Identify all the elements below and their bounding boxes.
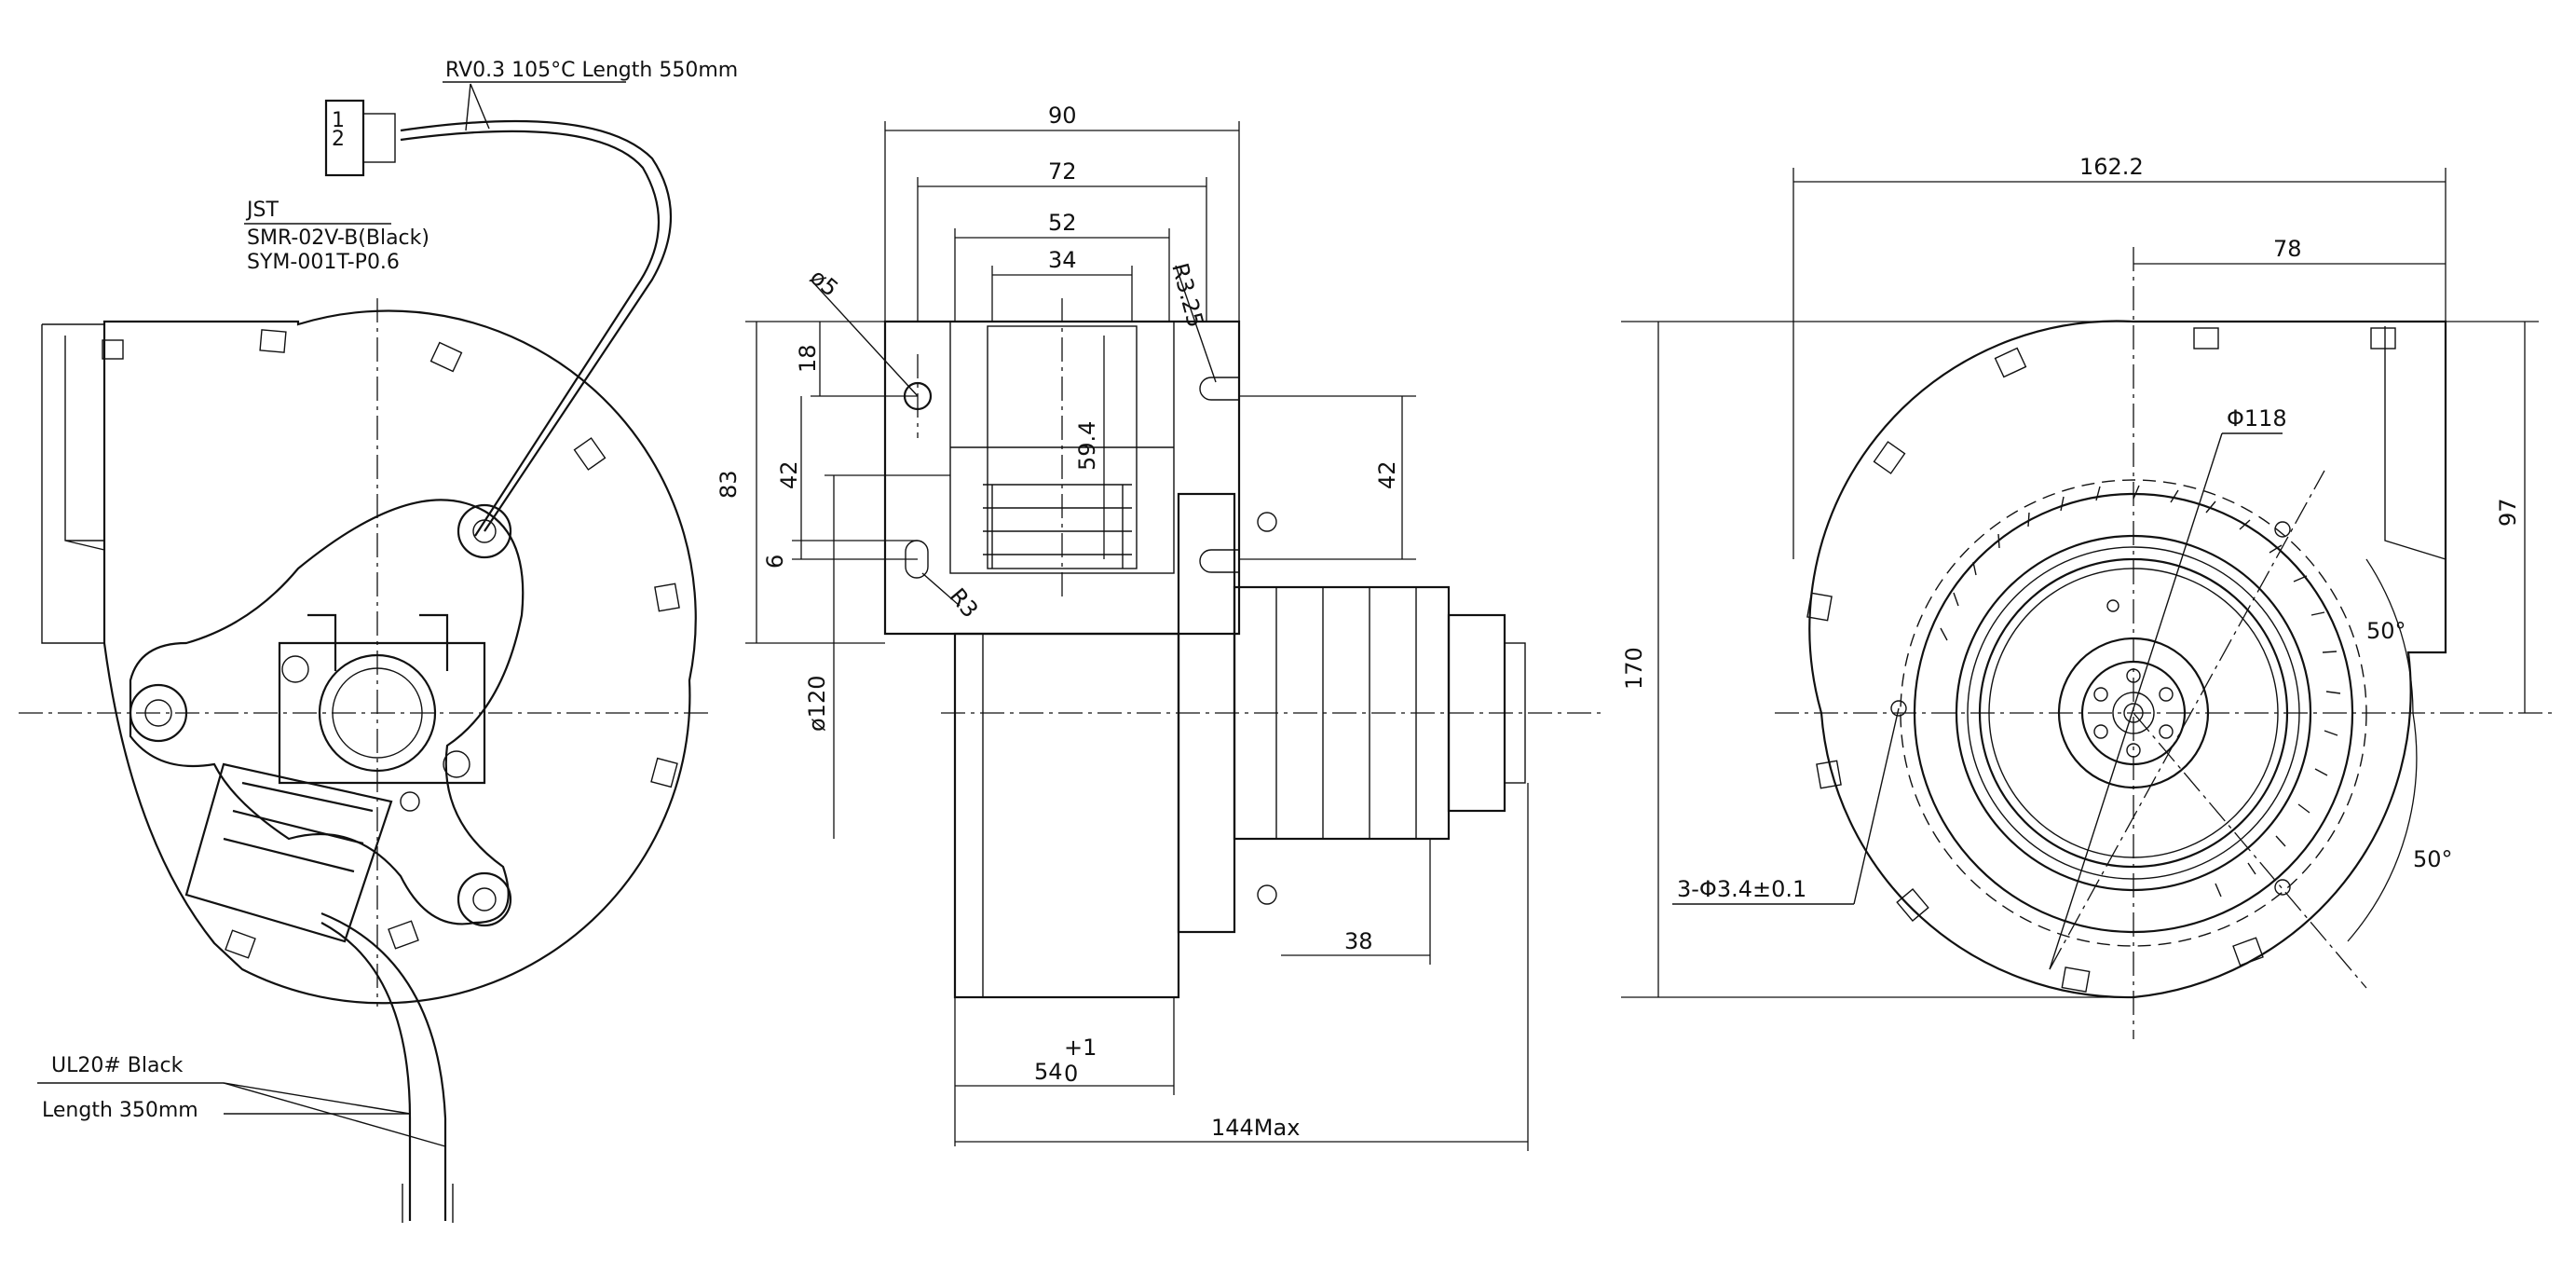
left-terminal-b [443, 750, 470, 778]
left-motor-shaft-inner [332, 667, 423, 759]
middle-notch-bottom [1199, 549, 1239, 573]
lead-wire-1 [320, 922, 412, 1221]
mount-hole-bottom [2274, 879, 2291, 896]
lead-wire-2 [320, 911, 447, 1221]
lead-leader-2 [223, 1082, 446, 1147]
dim-18: 18 [795, 344, 821, 373]
left-housing-tabs [102, 329, 680, 959]
hub-bolt-6 [2093, 687, 2108, 702]
connector-pin-2: 2 [332, 128, 345, 151]
lead-spec-label: UL20# Black [51, 1054, 184, 1077]
dim-42-left: 42 [776, 460, 802, 489]
left-terminal-c [400, 791, 420, 812]
lead-leader-1 [223, 1082, 411, 1115]
left-mount-boss-1 [129, 683, 188, 743]
cable-spec-arrow-2 [470, 83, 490, 130]
middle-housing-body [953, 632, 1180, 999]
connector-housing-label: SMR-02V-B(Black) [247, 226, 429, 250]
dim-phi118: Φ118 [2227, 405, 2287, 432]
right-diag-line-2 [2133, 712, 2367, 989]
dim-54-sup: +1 [1064, 1035, 1097, 1061]
angle-arc-bottom [2347, 712, 2418, 942]
r325-leader [1175, 265, 1217, 383]
dim-phi120: ø120 [804, 676, 830, 733]
left-coil [184, 762, 393, 943]
cable-spec-label: RV0.3 105°C Length 550mm [445, 59, 738, 82]
right-diag-line-1 [2049, 470, 2325, 970]
holes-label: 3-Φ3.4±0.1 [1677, 876, 1806, 902]
dim-38: 38 [1344, 928, 1373, 954]
dim-78: 78 [2273, 236, 2302, 262]
left-signal-cable [400, 119, 672, 537]
dim-90: 90 [1048, 103, 1077, 129]
left-motor-frame [278, 613, 486, 785]
angle-bottom: 50° [2413, 846, 2453, 872]
dim-594: 59.4 [1074, 421, 1100, 471]
hub-small-dot [2106, 599, 2119, 612]
angle-top: 50° [2366, 618, 2406, 644]
dim-42-right: 42 [1374, 460, 1400, 489]
left-terminal-a [281, 655, 309, 683]
middle-notch-top [1199, 377, 1239, 401]
middle-view: 90 72 52 34 ø5 R3.25 83 18 [716, 103, 1602, 1151]
middle-top-dims: 90 72 52 34 [884, 103, 1240, 322]
hub-bolt-4 [2126, 743, 2141, 758]
dim-97: 97 [2495, 498, 2521, 527]
connector-pin-1: 1 [332, 109, 345, 132]
jst-connector-cap [362, 113, 396, 163]
connector-terminal-label: SYM-001T-P0.6 [247, 251, 400, 274]
left-motor-shaft-ring [318, 653, 437, 773]
middle-screw-top [1257, 512, 1277, 532]
left-housing-outline [102, 309, 697, 1005]
middle-blades [983, 484, 1132, 569]
holes-leader [1853, 707, 1900, 905]
dim-170: 170 [1621, 647, 1647, 690]
right-view: 162.2 78 170 97 Φ118 50° 50° 3-Φ3.4±0.1 [1621, 154, 2557, 1039]
dim-1622: 162.2 [2079, 154, 2144, 180]
dim-52: 52 [1048, 210, 1077, 236]
dim-6: 6 [762, 555, 788, 569]
middle-left-dims: 83 18 42 6 ø120 [716, 321, 950, 839]
dim-72: 72 [1048, 158, 1077, 185]
middle-screw-bottom [1257, 884, 1277, 905]
angle-arc-top [2365, 558, 2414, 714]
left-mount-hole-1 [144, 699, 172, 727]
mount-hole-left [1890, 700, 1907, 717]
dim-54: 54 [1034, 1059, 1063, 1085]
lead-length-label: Length 350mm [42, 1099, 198, 1122]
dim-144: 144Max [1211, 1115, 1300, 1141]
impeller-blades [1940, 485, 2341, 898]
phi118-leader [2049, 432, 2223, 970]
r3-leader [921, 572, 961, 607]
hub-bolt-2 [2159, 687, 2174, 702]
left-mount-boss-3 [457, 871, 512, 927]
hub-bolt-3 [2159, 724, 2174, 739]
right-outlet-flange [2384, 322, 2447, 652]
dim-r3: R3 [944, 583, 983, 623]
dim-r325: R3.25 [1166, 260, 1208, 330]
dim-54-sub: 0 [1064, 1061, 1078, 1087]
right-housing-outline [1808, 320, 2447, 999]
phi5-leader [810, 279, 919, 397]
left-mount-boss-2 [457, 503, 512, 559]
left-mount-hole-3 [472, 887, 497, 911]
connector-brand-label: JST [245, 199, 279, 222]
left-outlet-flange [41, 323, 105, 644]
mount-hole-top [2274, 521, 2291, 538]
hub-bolt-5 [2093, 724, 2108, 739]
dim-phi5: ø5 [805, 264, 843, 302]
right-housing-tabs [1806, 327, 2396, 993]
dim-83: 83 [716, 470, 742, 499]
left-motor-bracket [129, 499, 525, 925]
dim-34: 34 [1048, 247, 1077, 273]
left-view: 1 2 RV0.3 105°C Length 550mm JST SMR-02V… [19, 59, 738, 1223]
cable-spec-arrow-1 [465, 83, 471, 131]
